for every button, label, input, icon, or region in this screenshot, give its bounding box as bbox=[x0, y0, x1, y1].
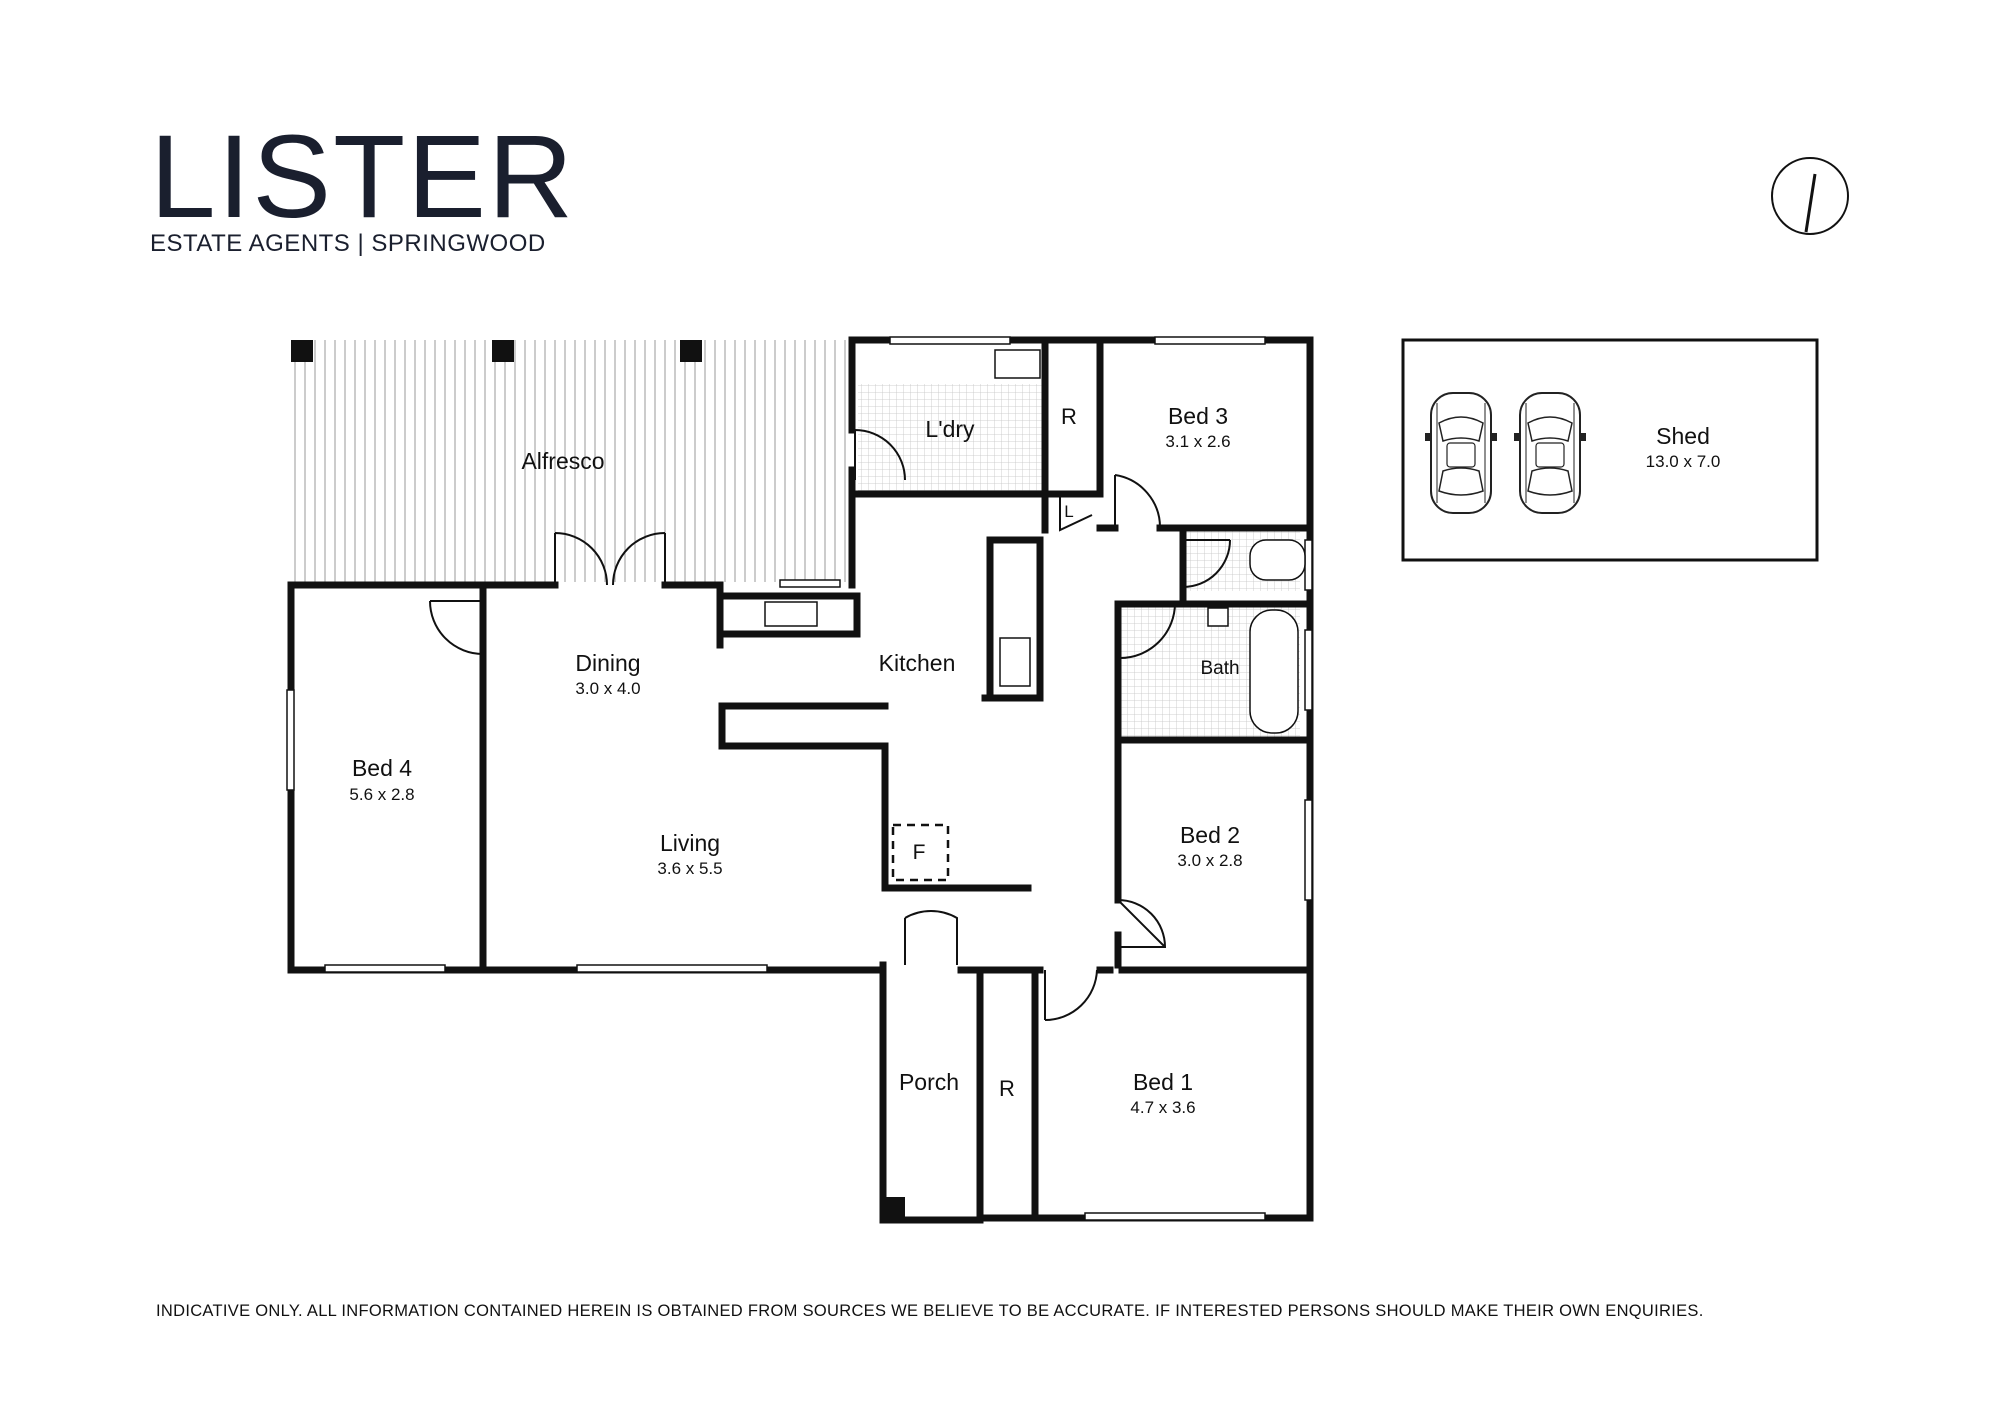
room-bed3: Bed 3 bbox=[1168, 403, 1228, 429]
shed-outline bbox=[1401, 338, 1819, 562]
room-fireplace: F bbox=[913, 841, 926, 864]
room-dining-size: 3.0 x 4.0 bbox=[575, 679, 640, 698]
room-robe-top: R bbox=[1061, 404, 1077, 429]
room-alfresco: Alfresco bbox=[521, 448, 604, 474]
room-robe-bottom: R bbox=[999, 1076, 1015, 1101]
room-linen: L bbox=[1064, 502, 1073, 521]
disclaimer-text: INDICATIVE ONLY. ALL INFORMATION CONTAIN… bbox=[156, 1302, 1704, 1320]
room-bath: Bath bbox=[1200, 658, 1239, 679]
brand-tagline: ESTATE AGENTS | SPRINGWOOD bbox=[150, 230, 546, 257]
doors bbox=[429, 429, 1231, 1021]
windows bbox=[286, 336, 1313, 1221]
room-bed1-size: 4.7 x 3.6 bbox=[1130, 1098, 1195, 1117]
alfresco-deck bbox=[291, 340, 848, 582]
brand-logo-name: LISTER bbox=[150, 111, 576, 243]
room-bed1: Bed 1 bbox=[1133, 1069, 1193, 1095]
laundry-tiles bbox=[858, 384, 1043, 491]
posts bbox=[291, 340, 905, 1219]
room-living: Living bbox=[660, 830, 720, 856]
room-bed2-size: 3.0 x 2.8 bbox=[1177, 851, 1242, 870]
room-bed4: Bed 4 bbox=[352, 755, 412, 781]
room-kitchen: Kitchen bbox=[879, 650, 956, 676]
car-icon bbox=[1424, 392, 1498, 514]
fixtures bbox=[764, 349, 1306, 882]
room-shed: Shed bbox=[1656, 423, 1710, 449]
north-arrow-icon bbox=[1771, 157, 1849, 235]
room-porch: Porch bbox=[899, 1069, 959, 1095]
room-living-size: 3.6 x 5.5 bbox=[657, 859, 722, 878]
room-dining: Dining bbox=[575, 650, 640, 676]
room-bed2: Bed 2 bbox=[1180, 822, 1240, 848]
room-bed4-size: 5.6 x 2.8 bbox=[349, 785, 414, 804]
room-shed-size: 13.0 x 7.0 bbox=[1646, 452, 1721, 471]
room-laundry: L'dry bbox=[925, 416, 975, 442]
room-bed3-size: 3.1 x 2.6 bbox=[1165, 432, 1230, 451]
car-icon bbox=[1513, 392, 1587, 514]
